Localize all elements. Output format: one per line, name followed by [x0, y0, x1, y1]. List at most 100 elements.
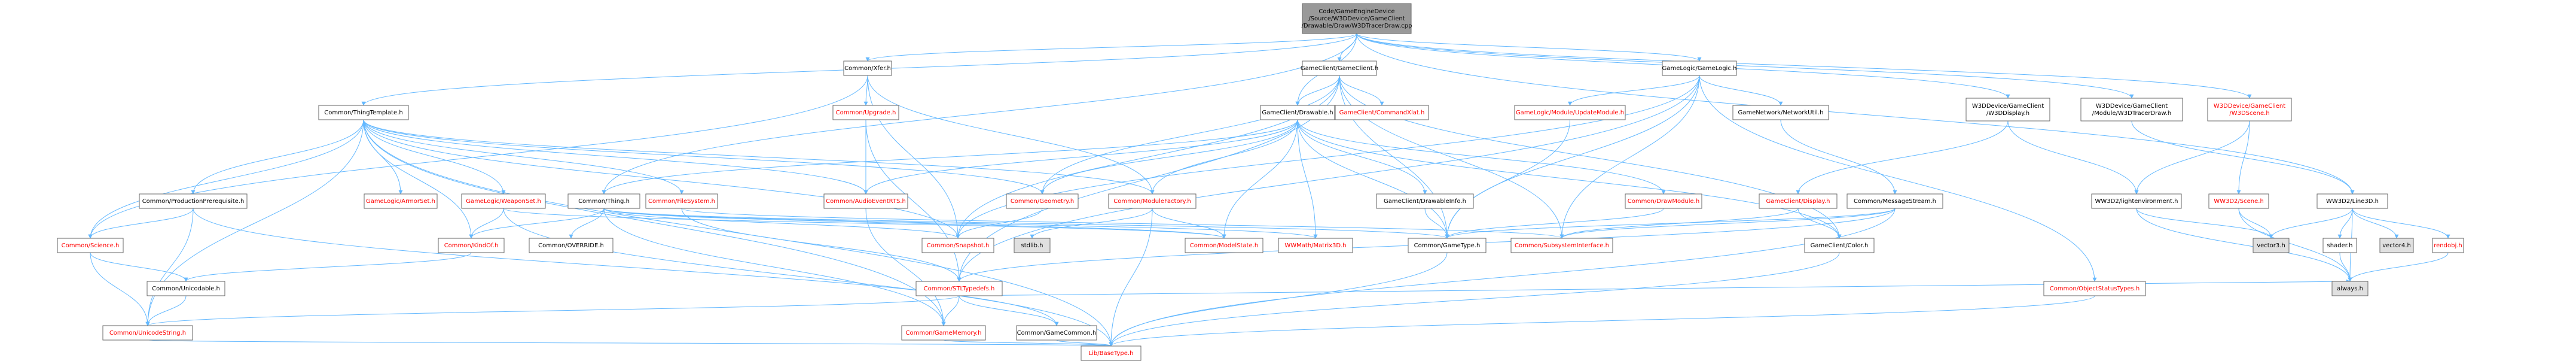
node-filesystem[interactable]: Common/FileSystem.h — [645, 193, 718, 209]
node-gamelogic[interactable]: GameLogic/GameLogic.h — [1662, 60, 1737, 76]
edge-unicodestring-to-basetype — [147, 339, 1112, 347]
node-gametype[interactable]: Common/GameType.h — [1408, 238, 1487, 253]
node-label: Common/DrawModule.h — [1628, 198, 1699, 205]
node-box — [1185, 238, 1263, 253]
node-networkstats[interactable]: GameNetwork/NetworkUtil.h — [1732, 105, 1829, 120]
node-display[interactable]: GameClient/Display.h — [1759, 193, 1838, 209]
edge-thingtemplate-to-snapshot — [363, 119, 960, 239]
node-label: always.h — [2337, 286, 2363, 292]
edge-drawable-to-thing — [602, 119, 1298, 195]
node-armorset[interactable]: GameLogic/ArmorSet.h — [364, 193, 438, 209]
node-label: W3DDevice/GameClient — [1972, 103, 2044, 110]
node-drawableinfo[interactable]: GameClient/DrawableInfo.h — [1376, 193, 1474, 209]
node-thingtemplate[interactable]: Common/ThingTemplate.h — [318, 105, 409, 120]
node-weaponset[interactable]: GameLogic/WeaponSet.h — [461, 193, 546, 209]
node-w3dscene2[interactable]: WW3D2/Scene.h — [2208, 193, 2269, 209]
node-messagestream[interactable]: Common/MessageStream.h — [1846, 193, 1943, 209]
node-box — [57, 238, 124, 253]
node-override[interactable]: Common/OVERRIDE.h — [529, 238, 614, 253]
node-label: Lib/BaseType.h — [1089, 350, 1134, 357]
node-drawmodule[interactable]: Common/DrawModule.h — [1625, 193, 1702, 209]
node-w3dtracer[interactable]: W3DDevice/GameClient/Module/W3DTracerDra… — [2080, 98, 2183, 122]
node-rendobj[interactable]: rendobj.h — [2432, 238, 2464, 253]
node-label: GameLogic/Module/UpdateModule.h — [1516, 110, 1624, 116]
node-prodprereq[interactable]: Common/ProductionPrerequisite.h — [139, 193, 248, 209]
node-label: Common/GameMemory.h — [906, 330, 982, 336]
edge-w3dscene-to-w3dfogenv — [2134, 120, 2250, 195]
node-snapshot[interactable]: Common/Snapshot.h — [921, 238, 994, 253]
node-unicodestring[interactable]: Common/UnicodeString.h — [102, 325, 193, 341]
node-science[interactable]: Common/Science.h — [57, 238, 124, 253]
edge-root-to-thing — [602, 33, 1357, 195]
node-asciistring[interactable]: Common/Unicodable.h — [146, 281, 225, 296]
node-stdlib[interactable]: stdlib.h — [1014, 238, 1051, 253]
node-geometry[interactable]: Common/Geometry.h — [1006, 193, 1079, 209]
node-w3dfogenv[interactable]: WW3D2/lightenvironment.h — [2091, 193, 2182, 209]
node-label: Common/Xfer.h — [844, 65, 891, 72]
node-ww3dline[interactable]: WW3D2/Line3D.h — [2316, 193, 2388, 209]
node-label: Common/ModuleFactory.h — [1113, 198, 1191, 205]
edge-gamelogic-to-snapshot — [956, 75, 1700, 239]
edge-drawable-to-geometry — [1040, 119, 1298, 195]
edge-xfer-to-snapshot — [867, 75, 960, 239]
edge-weaponset-to-kindof — [469, 208, 504, 239]
node-audioevent[interactable]: Common/AudioEventRTS.h — [823, 193, 908, 209]
edge-shader-to-always — [2339, 252, 2352, 282]
node-objectstatus[interactable]: Common/ObjectStatusTypes.h — [2043, 281, 2146, 296]
node-box — [2432, 238, 2464, 253]
edge-drawable-to-gametype — [1297, 119, 1449, 239]
node-box — [1278, 238, 1353, 253]
node-updatemodule[interactable]: GameLogic/Module/UpdateModule.h — [1514, 105, 1626, 120]
node-modulefactory[interactable]: Common/ModuleFactory.h — [1108, 193, 1197, 209]
node-box — [1376, 193, 1474, 209]
node-upgrade[interactable]: Common/Upgrade.h — [832, 105, 899, 120]
edge-gamelogic-to-networkstats — [1699, 75, 1783, 106]
edge-xfer-to-modulefactory — [867, 75, 1155, 195]
edge-thingtemplate-to-science — [88, 119, 364, 239]
node-drawable[interactable]: GameClient/Drawable.h — [1260, 105, 1335, 120]
node-label: Common/UnicodeString.h — [109, 330, 186, 336]
node-always[interactable]: always.h — [2331, 281, 2369, 296]
node-basetype[interactable]: Lib/BaseType.h — [1081, 345, 1142, 361]
node-box — [915, 281, 1003, 296]
edge-layer — [88, 33, 2450, 347]
node-color[interactable]: GameClient/Color.h — [1804, 238, 1875, 253]
node-stlcontainers[interactable]: Common/STLTypedefs.h — [915, 281, 1003, 296]
node-gamecommon[interactable]: Common/GameCommon.h — [1016, 325, 1097, 341]
node-box — [1514, 105, 1626, 120]
node-label: GameNetwork/NetworkUtil.h — [1738, 110, 1824, 116]
node-label: GameLogic/WeaponSet.h — [466, 198, 541, 205]
node-label: Common/Snapshot.h — [927, 242, 990, 249]
node-thing[interactable]: Common/Thing.h — [567, 193, 640, 209]
edge-gametype-to-basetype — [1109, 252, 1448, 347]
node-label: Common/OVERRIDE.h — [538, 242, 604, 249]
node-matrix3d[interactable]: WWMath/Matrix3D.h — [1278, 238, 1353, 253]
node-shader[interactable]: shader.h — [2322, 238, 2357, 253]
node-gamememory[interactable]: Common/GameMemory.h — [901, 325, 986, 341]
edge-ww3dline-to-vector3 — [2269, 208, 2353, 239]
edge-gamelogic-to-gametype — [1445, 75, 1700, 239]
node-box — [1016, 325, 1097, 341]
edge-drawableinfo-to-gametype — [1424, 208, 1449, 239]
node-box — [2322, 238, 2357, 253]
node-subsystem[interactable]: Common/SubsystemInterface.h — [1510, 238, 1613, 253]
node-vector3[interactable]: vector3.h — [2253, 238, 2290, 253]
node-gameclient[interactable]: GameClient/GameClient.h — [1301, 60, 1378, 76]
node-commandxlat[interactable]: GameClient/CommandXlat.h — [1335, 105, 1429, 120]
node-box — [567, 193, 640, 209]
node-modelstate[interactable]: Common/ModelState.h — [1185, 238, 1263, 253]
node-vector4[interactable]: vector4.h — [2379, 238, 2414, 253]
edge-weaponset-to-modelstate — [503, 208, 1226, 239]
edge-prodprereq-to-unicodestring — [145, 208, 194, 326]
node-w3ddisplay[interactable]: W3DDevice/GameClient/W3DDisplay.h — [1965, 98, 2050, 122]
node-label: Code/GameEngineDevice — [1318, 8, 1394, 15]
edge-science-to-unicodestring — [90, 252, 150, 326]
edge-gamelogic-to-objectstatus — [1699, 75, 2097, 282]
node-kindof[interactable]: Common/KindOf.h — [438, 238, 505, 253]
node-xfer[interactable]: Common/Xfer.h — [843, 60, 892, 76]
node-w3dscene[interactable]: W3DDevice/GameClient/W3DScene.h — [2207, 98, 2292, 122]
edge-gameclient-to-subsystem — [1339, 75, 1564, 239]
edge-w3ddisplay-to-w3dfogenv — [2007, 120, 2139, 195]
node-box — [2043, 281, 2146, 296]
